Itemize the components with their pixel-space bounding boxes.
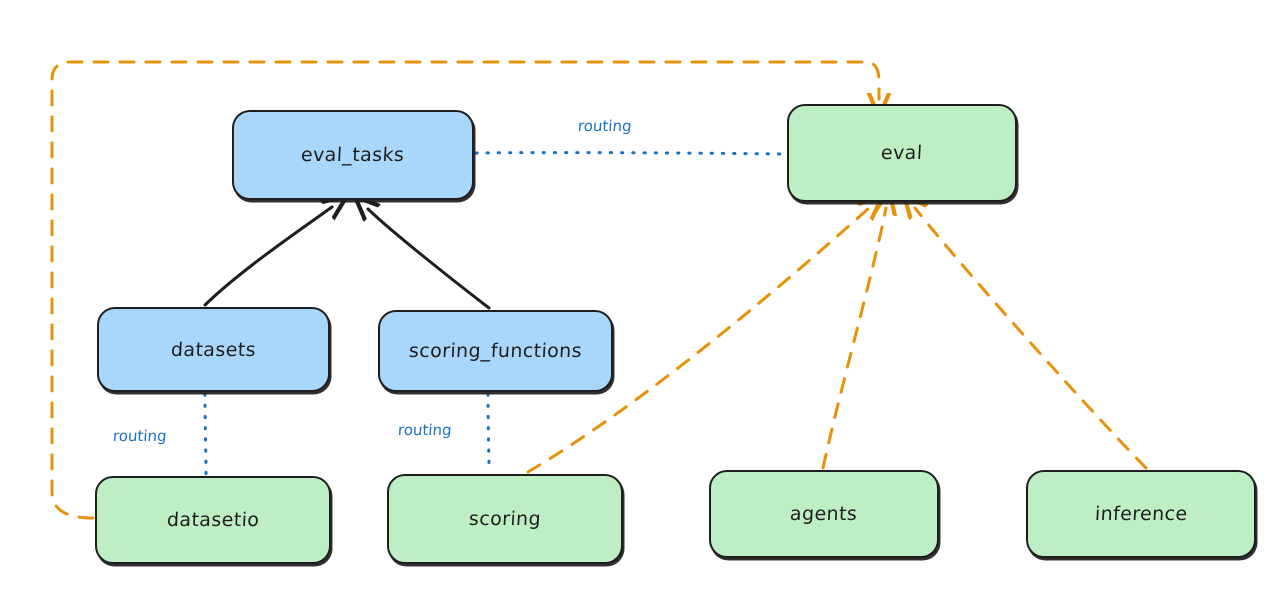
node-eval-tasks[interactable]: eval_tasks xyxy=(232,110,474,200)
edge-label-routing-scoring-functions-scoring: routing xyxy=(397,421,453,439)
node-scoring[interactable]: scoring xyxy=(387,474,623,564)
node-inference[interactable]: inference xyxy=(1026,470,1256,558)
node-datasetio[interactable]: datasetio xyxy=(95,476,331,564)
edge-label-routing-eval-tasks-eval: routing xyxy=(577,117,633,135)
node-agents[interactable]: agents xyxy=(709,470,939,558)
edge-scoring_functions-eval_tasks xyxy=(368,209,491,310)
edge-label-routing-datasets-datasetio: routing xyxy=(112,427,168,445)
node-eval[interactable]: eval xyxy=(787,104,1017,202)
node-label: scoring_functions xyxy=(408,340,583,362)
node-label: scoring xyxy=(468,508,542,530)
node-label: eval xyxy=(880,142,924,164)
node-label: agents xyxy=(789,503,859,525)
node-scoring-functions[interactable]: scoring_functions xyxy=(378,310,613,392)
edge-datasets-datasetio xyxy=(203,392,208,476)
node-label: datasets xyxy=(170,338,257,361)
node-label: eval_tasks xyxy=(300,144,406,166)
edge-agents-eval xyxy=(821,208,886,470)
node-datasets[interactable]: datasets xyxy=(97,307,330,392)
edge-datasets-eval_tasks xyxy=(203,207,332,307)
edge-inference-eval xyxy=(915,208,1148,470)
node-label: datasetio xyxy=(166,509,260,531)
edge-eval_tasks-eval xyxy=(474,151,786,156)
edge-scoring_functions-scoring xyxy=(486,392,491,474)
node-label: inference xyxy=(1094,503,1188,525)
